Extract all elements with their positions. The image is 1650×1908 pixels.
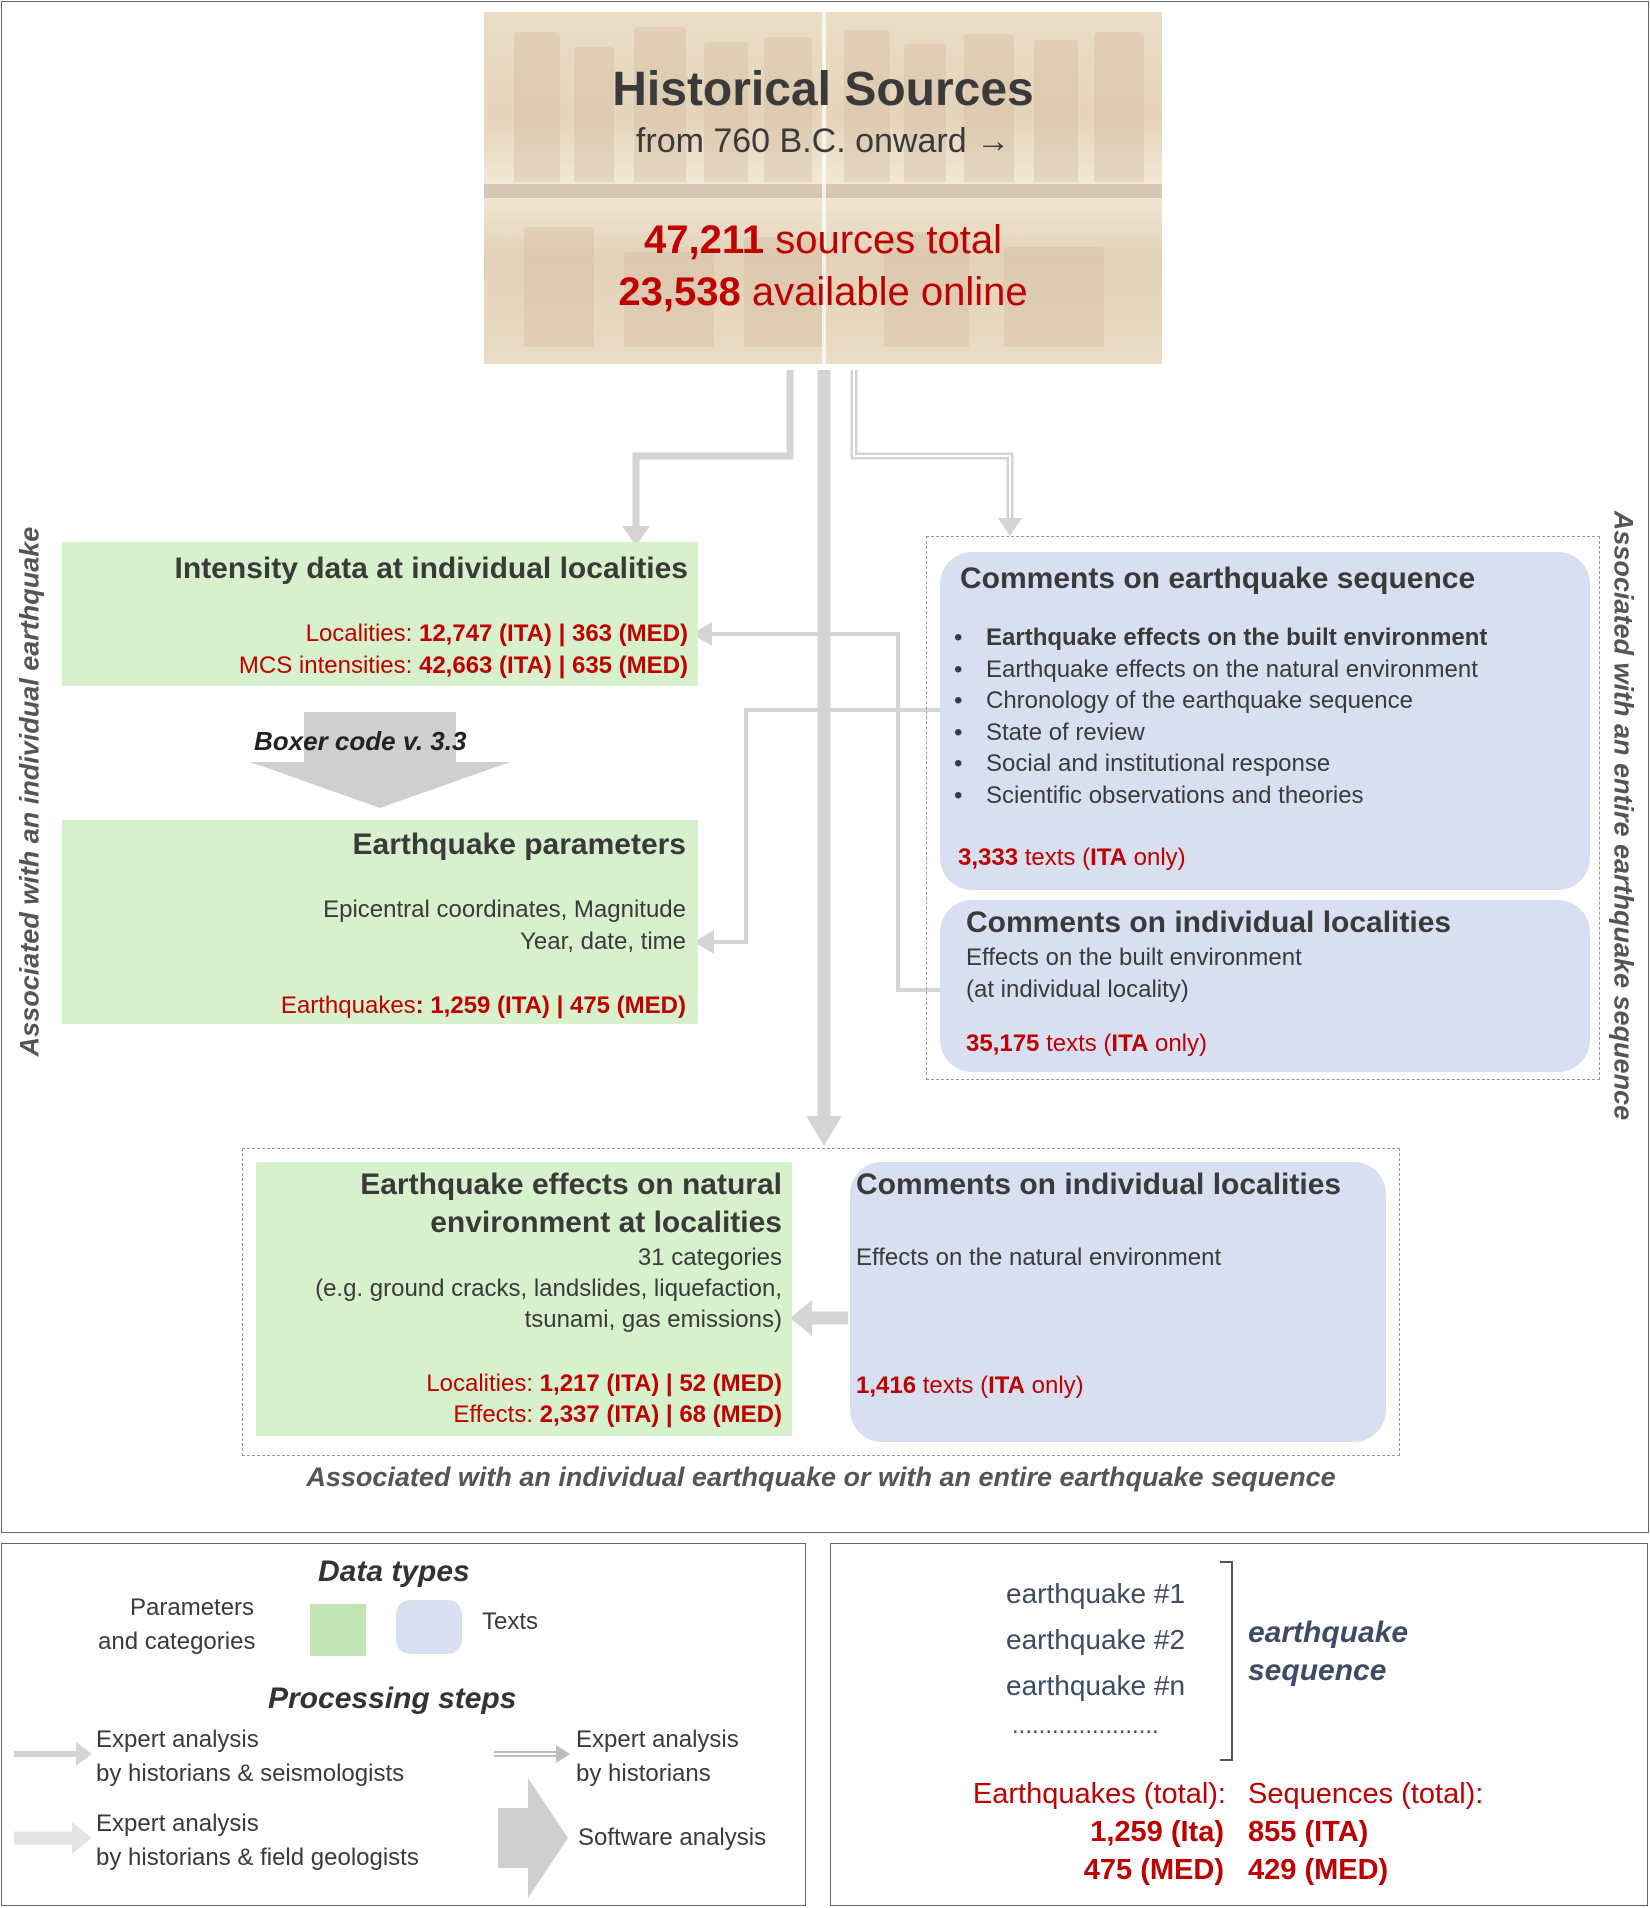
natural-effects-line2: (e.g. ground cracks, landslides, liquefa… [315,1275,782,1302]
main-down-arrowhead [806,1116,842,1146]
natural-effects-localities: Localities: 1,217 (ITA) | 52 (MED) [426,1370,782,1397]
eq-total-label: Earthquakes (total): [972,1778,1226,1810]
legend-texts-label: Texts [482,1608,539,1635]
legend-step2-line2: by historians [576,1760,711,1787]
bullet-item: •Social and institutional response [954,750,1331,777]
legend-params-line2: and categories [98,1628,256,1655]
seq-total-label: Sequences (total): [1248,1778,1484,1810]
hero-online-text: available online [740,270,1028,314]
boxer-label: Boxer code v. 3.3 [254,726,467,756]
bottom-side-label: Associated with an individual earthquake… [306,1462,1336,1492]
natural-effects-title2: environment at localities [430,1206,782,1239]
comments-localities-natural-line1: Effects on the natural environment [856,1244,1222,1271]
boxer-arrow [250,712,510,808]
sequence-label2: sequence [1248,1654,1387,1687]
eq-total-med: 475 (MED) [1083,1854,1224,1886]
bookshelf-image [484,12,1162,364]
legend-processing-title: Processing steps [268,1682,517,1715]
bullet-item: •State of review [954,718,1145,746]
comments-localities-built-count: 35,175 texts (ITA only) [966,1030,1207,1057]
legend-step3-line1: Expert analysis [96,1810,259,1837]
sequence-eq1: earthquake #1 [1006,1578,1186,1609]
legend-data-types-title: Data types [318,1555,470,1588]
natural-effects-title1: Earthquake effects on natural [360,1168,782,1201]
intensity-localities-value: 12,747 (ITA) | 363 (MED) [418,620,688,647]
natural-effects-effects: Effects: 2,337 (ITA) | 68 (MED) [453,1401,782,1428]
arrow-localities-to-intensity [710,632,940,992]
bullet-item: •Earthquake effects on the natural envir… [954,655,1478,683]
sequence-comments-group [926,536,1600,1080]
natural-effects-box [256,1162,792,1436]
intensity-localities-label: Localities: [305,620,419,647]
comments-localities-natural-box [850,1162,1386,1442]
seq-total-ita: 855 (ITA) [1248,1816,1369,1848]
sequence-label1: earthquake [1248,1616,1409,1649]
bullet-item: •Scientific observations and theories [954,781,1364,809]
comments-sequence-bullets: •Earthquake effects on the built environ… [954,622,1487,811]
intensity-localities: Localities: 12,747 (ITA) | 363 (MED) [62,620,688,648]
legend-step4: Software analysis [578,1824,767,1851]
eq-total-ita: 1,259 (Ita) [1090,1816,1224,1848]
parameters-title: Earthquake parameters [352,828,687,861]
hero-subtitle: from 760 B.C. onward → [635,122,1011,160]
comments-localities-natural-count: 1,416 texts (ITA only) [856,1372,1084,1399]
parameters-line1: Epicentral coordinates, Magnitude [323,896,686,923]
arrow-to-intensity [632,370,794,528]
legend-green-swatch [310,1604,366,1656]
parameters-box [62,820,698,1024]
legend-blue-swatch [396,1600,462,1654]
hero-online-number: 23,538 [618,270,741,314]
legend-step2-line1: Expert analysis [576,1726,739,1753]
main-frame [1,1,1649,1533]
hero-total: 47,211 sources total [484,218,1162,263]
parameters-eq-label: Earthquakes [280,992,416,1019]
comments-sequence-box [940,552,1590,890]
bullet-item: •Earthquake effects on the built environ… [954,624,1488,651]
comments-sequence-count: 3,333 texts (ITA only) [958,844,1186,871]
comments-localities-built-line2: (at individual locality) [966,976,1189,1003]
legend-arrow-software [498,1778,568,1898]
hero-total-text: sources total [764,218,1003,262]
sequence-frame [830,1543,1648,1906]
intensity-title: Intensity data at individual localities [174,552,688,585]
intensity-box [62,542,698,686]
parameters-earthquakes: Earthquakes: 1,259 (ITA) | 475 (MED) [62,992,686,1020]
legend-step1-line1: Expert analysis [96,1726,259,1753]
bullet-item: •Chronology of the earthquake sequence [954,687,1413,714]
legend-frame [1,1543,806,1906]
natural-effects-line3: tsunami, gas emissions) [524,1306,782,1333]
legend-step1-line2: by historians & seismologists [96,1760,405,1787]
intensity-mcs-label: MCS intensities: [238,652,419,679]
comments-localities-built-title: Comments on individual localities [966,906,1452,939]
hero-total-number: 47,211 [643,218,765,262]
sequence-eqn: earthquake #n [1006,1670,1186,1701]
sequence-eq2: earthquake #2 [1006,1624,1186,1655]
parameters-eq-value: : 1,259 (ITA) | 475 (MED) [415,992,686,1019]
hero-online: 23,538 available online [484,270,1162,315]
comments-localities-built-box [940,900,1590,1072]
comments-localities-natural-title: Comments on individual localities [856,1168,1342,1201]
natural-effects-line1: 31 categories [637,1244,782,1271]
comments-sequence-title: Comments on earthquake sequence [960,562,1476,595]
comments-localities-built-line1: Effects on the built environment [966,944,1302,971]
legend-step3-line2: by historians & field geologists [96,1844,419,1871]
intensity-mcs-value: 42,663 (ITA) | 635 (MED) [418,652,688,679]
natural-group [242,1148,1400,1456]
arrow-sequence-to-parameters [712,708,940,944]
seq-total-med: 429 (MED) [1248,1854,1389,1886]
legend-params-line1: Parameters [130,1594,255,1621]
sequence-dots: ...................... [1012,1712,1159,1739]
parameters-line2: Year, date, time [520,928,686,955]
intensity-mcs: MCS intensities: 42,663 (ITA) | 635 (MED… [62,652,688,680]
hero-title: Historical Sources [612,63,1034,116]
sequence-brace [1220,1561,1233,1761]
